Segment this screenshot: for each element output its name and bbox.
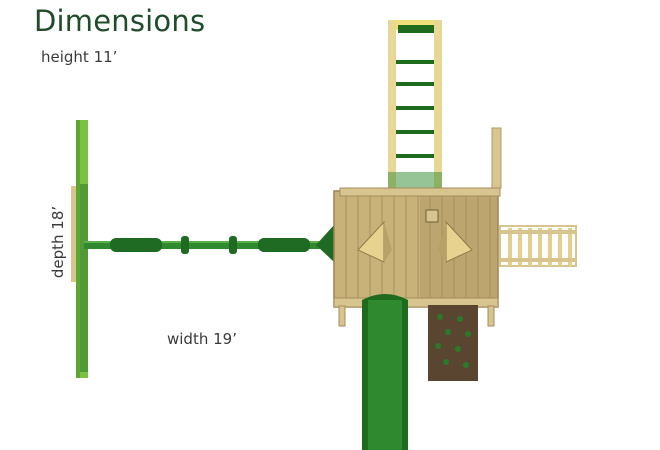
rock-wall bbox=[428, 305, 478, 381]
swing-beam bbox=[84, 225, 334, 262]
swing-frame-leg bbox=[71, 120, 88, 378]
ladder bbox=[388, 20, 442, 195]
side-steps bbox=[499, 225, 577, 267]
height-label: height 11’ bbox=[41, 48, 118, 66]
slide bbox=[362, 294, 408, 450]
width-label: width 19’ bbox=[167, 330, 237, 348]
fort-deck bbox=[333, 187, 501, 327]
title: Dimensions bbox=[34, 4, 206, 38]
